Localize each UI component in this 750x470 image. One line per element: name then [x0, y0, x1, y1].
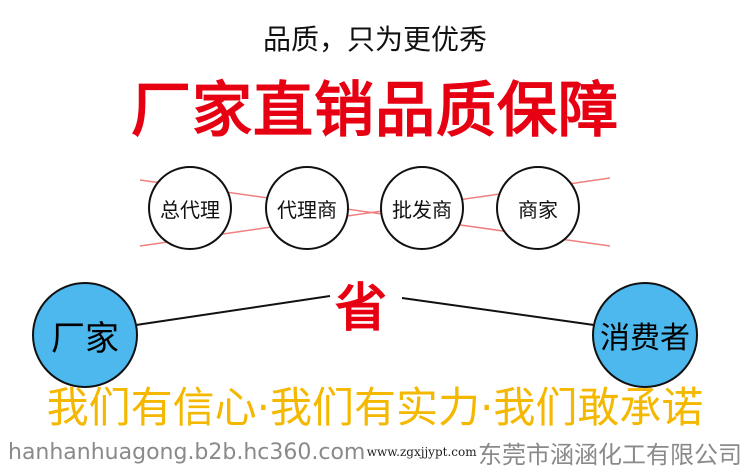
manufacturer-circle: 厂家: [32, 282, 138, 388]
headline: 厂家直销品质保障: [131, 76, 619, 146]
slogan: 我们有信心·我们有实力·我们敢承诺: [46, 383, 704, 432]
consumer-circle: 消费者: [592, 282, 698, 388]
subtitle: 品质，只为更优秀: [262, 23, 487, 56]
middleman-circle: 批发商: [380, 166, 464, 250]
watermark-url: hanhanhuagong.b2b.hc360.com: [8, 439, 366, 465]
right-line: [401, 297, 595, 326]
watermark-company: 东莞市涵涵化工有限公司: [478, 440, 742, 469]
middleman-circle: 商家: [496, 166, 580, 250]
watermark-row: hanhanhuagong.b2b.hc360.com www.zgxjjypt…: [8, 438, 742, 469]
save-label: 省: [335, 279, 388, 339]
watermark-site: www.zgxjjypt.com: [366, 445, 477, 459]
left-line: [135, 295, 331, 326]
middleman-circle: 代理商: [265, 166, 349, 250]
middleman-circle: 总代理: [148, 166, 232, 250]
